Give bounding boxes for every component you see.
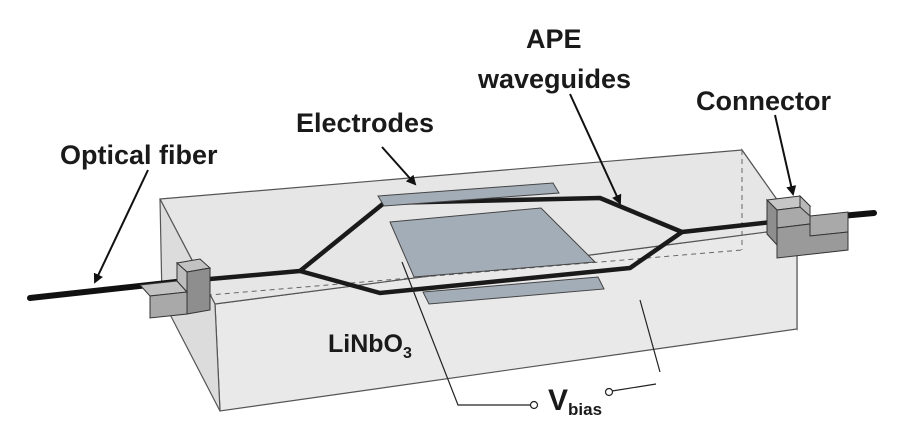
electrode-center bbox=[389, 207, 597, 278]
electrode-top bbox=[377, 182, 560, 207]
bias-wire-left bbox=[401, 261, 530, 406]
label-vbias-main: V bbox=[548, 384, 568, 417]
label-vbias-sub: bias bbox=[568, 400, 602, 419]
ape-waveguides bbox=[175, 195, 791, 296]
arrow-optical-fiber bbox=[93, 169, 149, 284]
hidden-edge-back bbox=[161, 249, 743, 300]
label-connector: Connector bbox=[696, 86, 831, 116]
label-ape-line1: APE bbox=[526, 24, 582, 54]
bias-terminal-left bbox=[529, 400, 539, 410]
arrow-connector bbox=[774, 114, 797, 196]
label-ape-line2: waveguides bbox=[477, 64, 631, 94]
bias-wire-right bbox=[639, 299, 661, 373]
bias-wire-right-tail bbox=[611, 383, 657, 392]
label-substrate-main: LiNbO bbox=[328, 330, 403, 358]
arrow-electrodes bbox=[381, 146, 417, 186]
label-vbias: Vbias bbox=[548, 384, 602, 419]
label-substrate: LiNbO3 bbox=[328, 330, 412, 362]
electrode-bottom bbox=[422, 276, 605, 305]
bias-terminal-right bbox=[604, 387, 614, 397]
label-substrate-sub: 3 bbox=[403, 345, 412, 362]
connector-right bbox=[765, 194, 849, 259]
connector-left bbox=[138, 258, 212, 319]
label-optical-fiber: Optical fiber bbox=[60, 140, 218, 170]
arrow-ape-waveguides bbox=[569, 93, 622, 205]
label-electrodes: Electrodes bbox=[296, 108, 434, 138]
